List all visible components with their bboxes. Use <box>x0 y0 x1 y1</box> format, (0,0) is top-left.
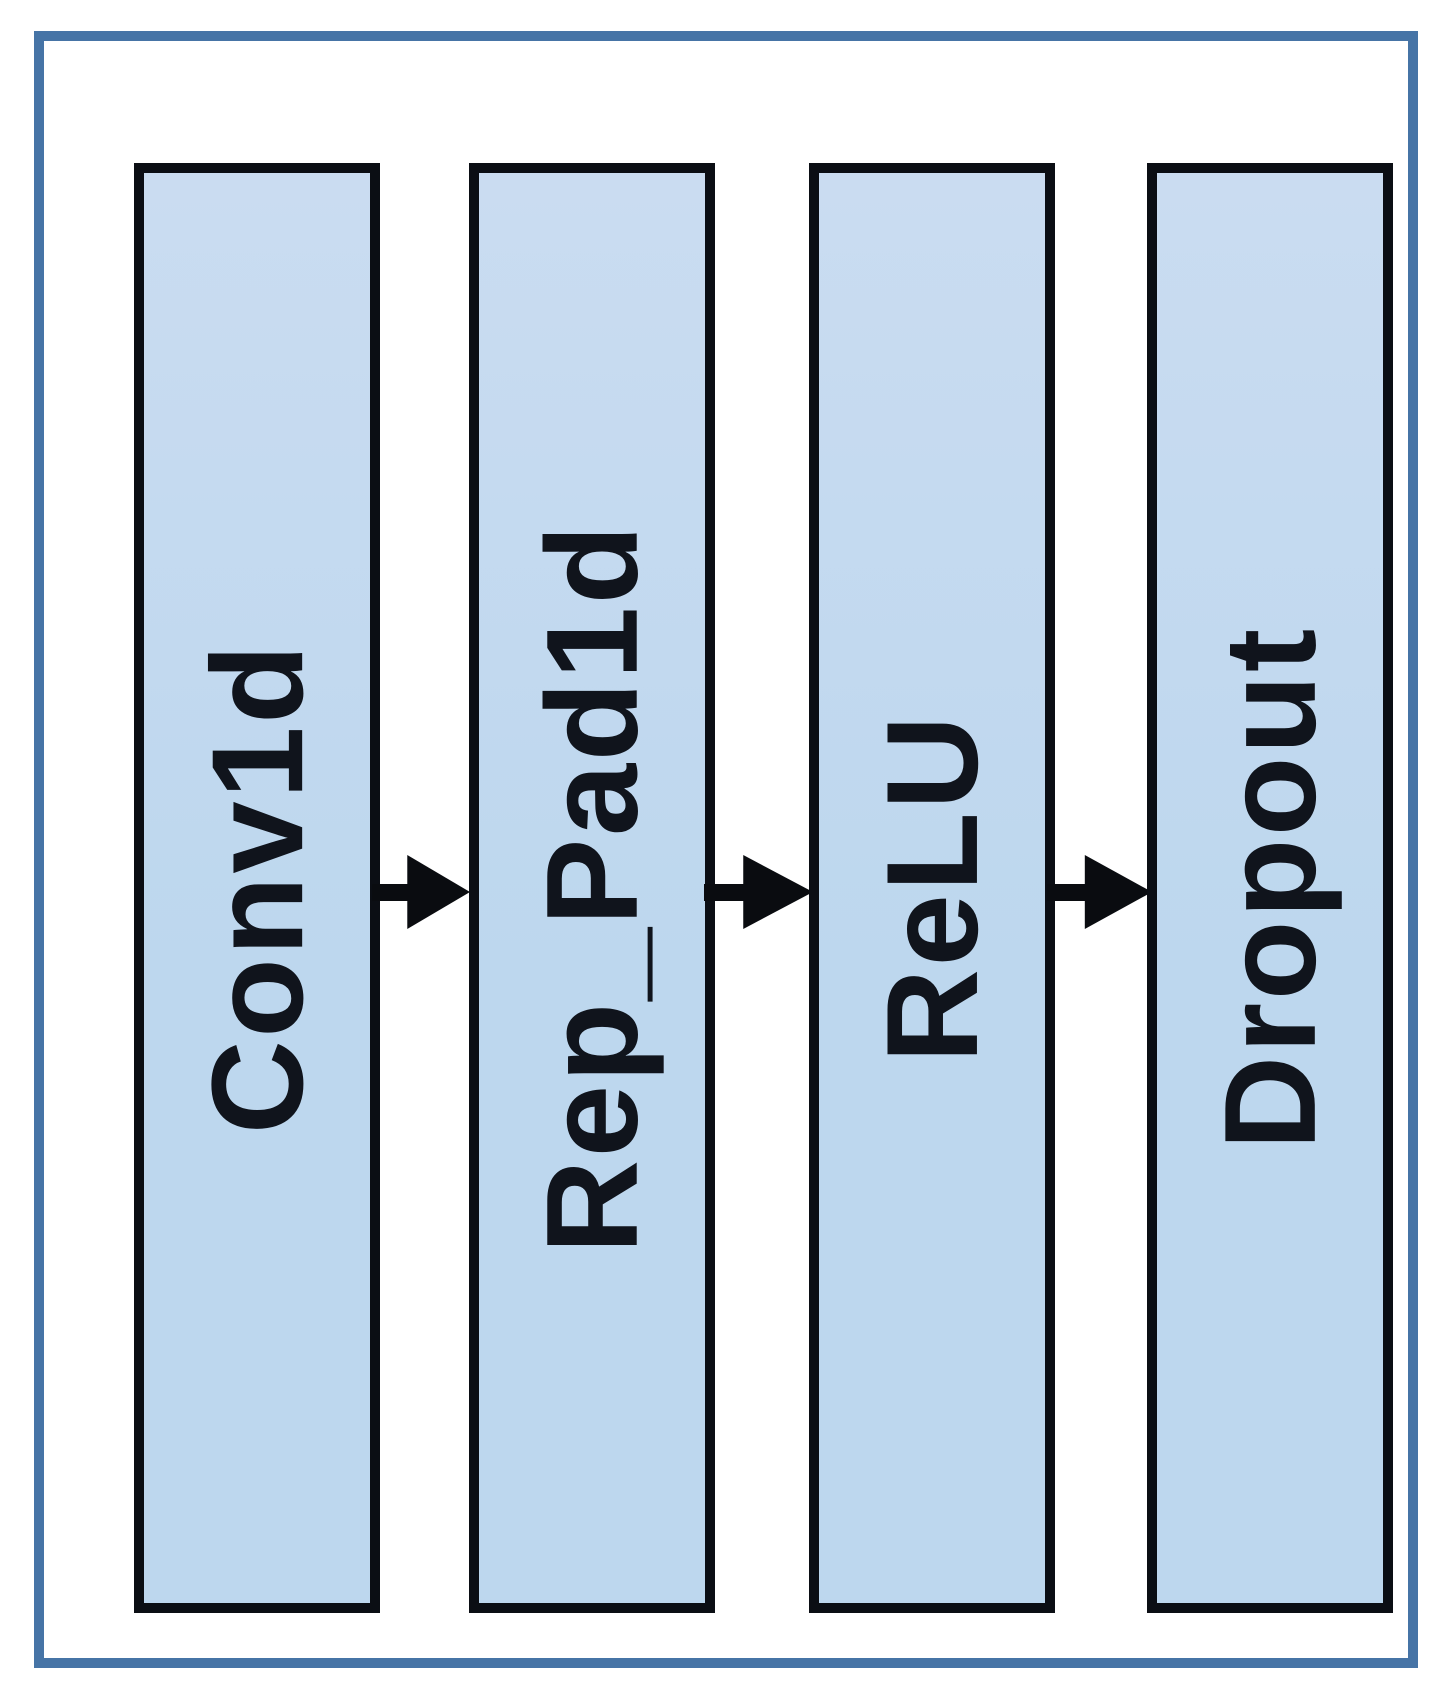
arrow-right-icon <box>704 855 813 929</box>
block-relu-label: ReLU <box>859 713 1005 1063</box>
block-rep-pad1d: Rep_Pad1d <box>469 163 715 1613</box>
block-relu: ReLU <box>809 163 1055 1613</box>
arrow-right-icon <box>1047 855 1152 929</box>
block-conv1d-label: Conv1d <box>184 641 330 1135</box>
block-conv1d: Conv1d <box>134 163 380 1613</box>
arrow-right-icon <box>372 855 470 929</box>
block-dropout: Dropout <box>1147 163 1393 1613</box>
block-dropout-label: Dropout <box>1197 626 1344 1150</box>
diagram-frame: Conv1d Rep_Pad1d ReLU Dropout <box>34 31 1418 1668</box>
block-rep-pad1d-label: Rep_Pad1d <box>519 522 666 1254</box>
